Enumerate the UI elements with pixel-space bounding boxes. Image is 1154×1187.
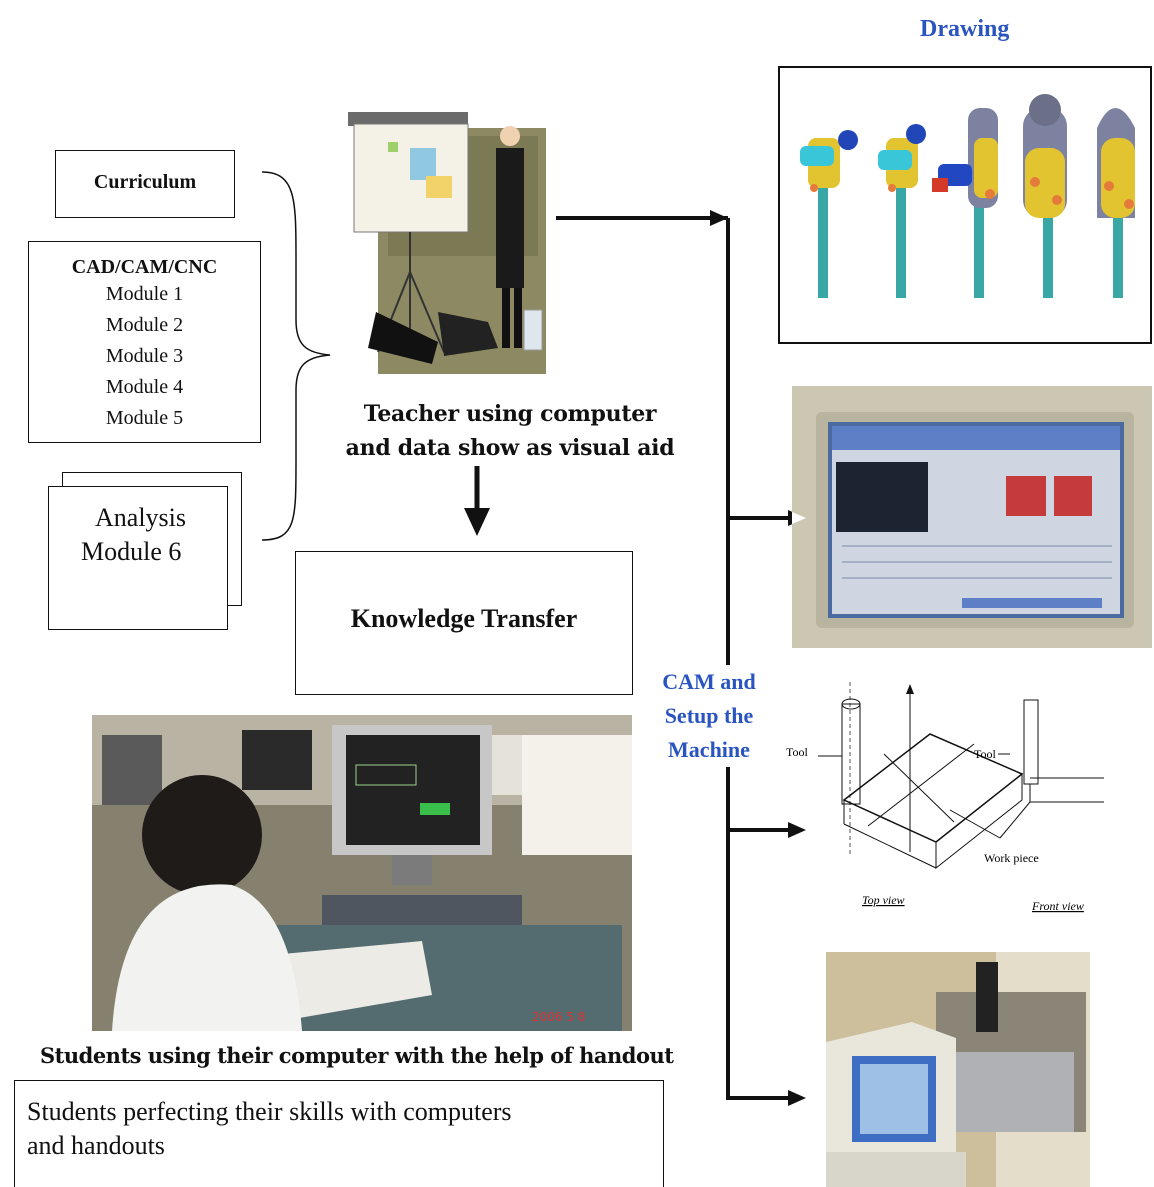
curriculum-box: Curriculum [55,150,235,218]
analysis-box: Analysis Module 6 [48,486,228,630]
students-skills-box: Students perfecting their skills with co… [14,1080,664,1187]
cnc-views-diagram: Tool Tool Work piece Top view Front view [784,682,1154,922]
cam-label-line3: Machine [668,737,750,762]
top-view-label: Top view [862,893,905,907]
students-box-line1: Students perfecting their skills with co… [27,1097,512,1126]
front-view-label: Front view [1031,899,1084,913]
teacher-illustration [348,112,548,374]
modules-title: CAD/CAM/CNC [71,256,218,278]
analysis-line1: Analysis [95,503,186,532]
knowledge-transfer-box: Knowledge Transfer [295,551,633,695]
module-item: Module 3 [105,345,184,367]
students-caption: Students using their computer with the h… [40,1043,674,1068]
cnc-controller-screen-photo [792,386,1152,648]
knowledge-transfer-label: Knowledge Transfer [350,604,578,633]
photo-timestamp: 2006 5 8 [532,1010,585,1024]
curly-brace [261,171,331,541]
module-item: Module 4 [105,376,184,398]
cnc-views-svg: Tool Tool Work piece Top view Front view [786,682,1104,913]
drawing-label: Drawing [920,16,1010,42]
students-lab-photo: 2006 5 8 [92,715,632,1031]
teacher-caption-line2: and data show as visual aid [345,435,675,461]
module-list: Module 1 Module 2 Module 3 Module 4 Modu… [29,279,260,434]
cad-drawing-panel [778,66,1152,344]
teacher-caption-line1: Teacher using computer [363,401,657,427]
cam-label-line2: Setup the [664,703,754,728]
work-piece-label: Work piece [984,851,1039,865]
down-arrow [464,466,490,536]
module-item: Module 5 [105,407,184,429]
cad-part-2 [878,124,926,298]
analysis-line2: Module 6 [81,537,182,566]
teacher-caption: Teacher using computer and data show as … [300,397,720,465]
cnc-machine-photo [826,952,1090,1187]
tool-left-label: Tool [786,745,808,759]
cad-parts-illustration [800,94,1135,298]
module-item: Module 2 [105,314,184,336]
cam-setup-label: CAM and Setup the Machine [654,665,764,767]
cad-part-4 [1023,94,1067,298]
curriculum-title: Curriculum [93,171,197,193]
tool-right-label: Tool [974,747,996,761]
modules-box: CAD/CAM/CNC Module 1 Module 2 Module 3 M… [28,241,261,443]
cad-part-3 [932,108,998,298]
cad-part-5 [1097,108,1135,298]
module-item: Module 1 [105,283,184,305]
students-box-line2: and handouts [27,1131,165,1160]
cad-part-1 [800,130,858,298]
cam-label-line1: CAM and [662,669,756,694]
